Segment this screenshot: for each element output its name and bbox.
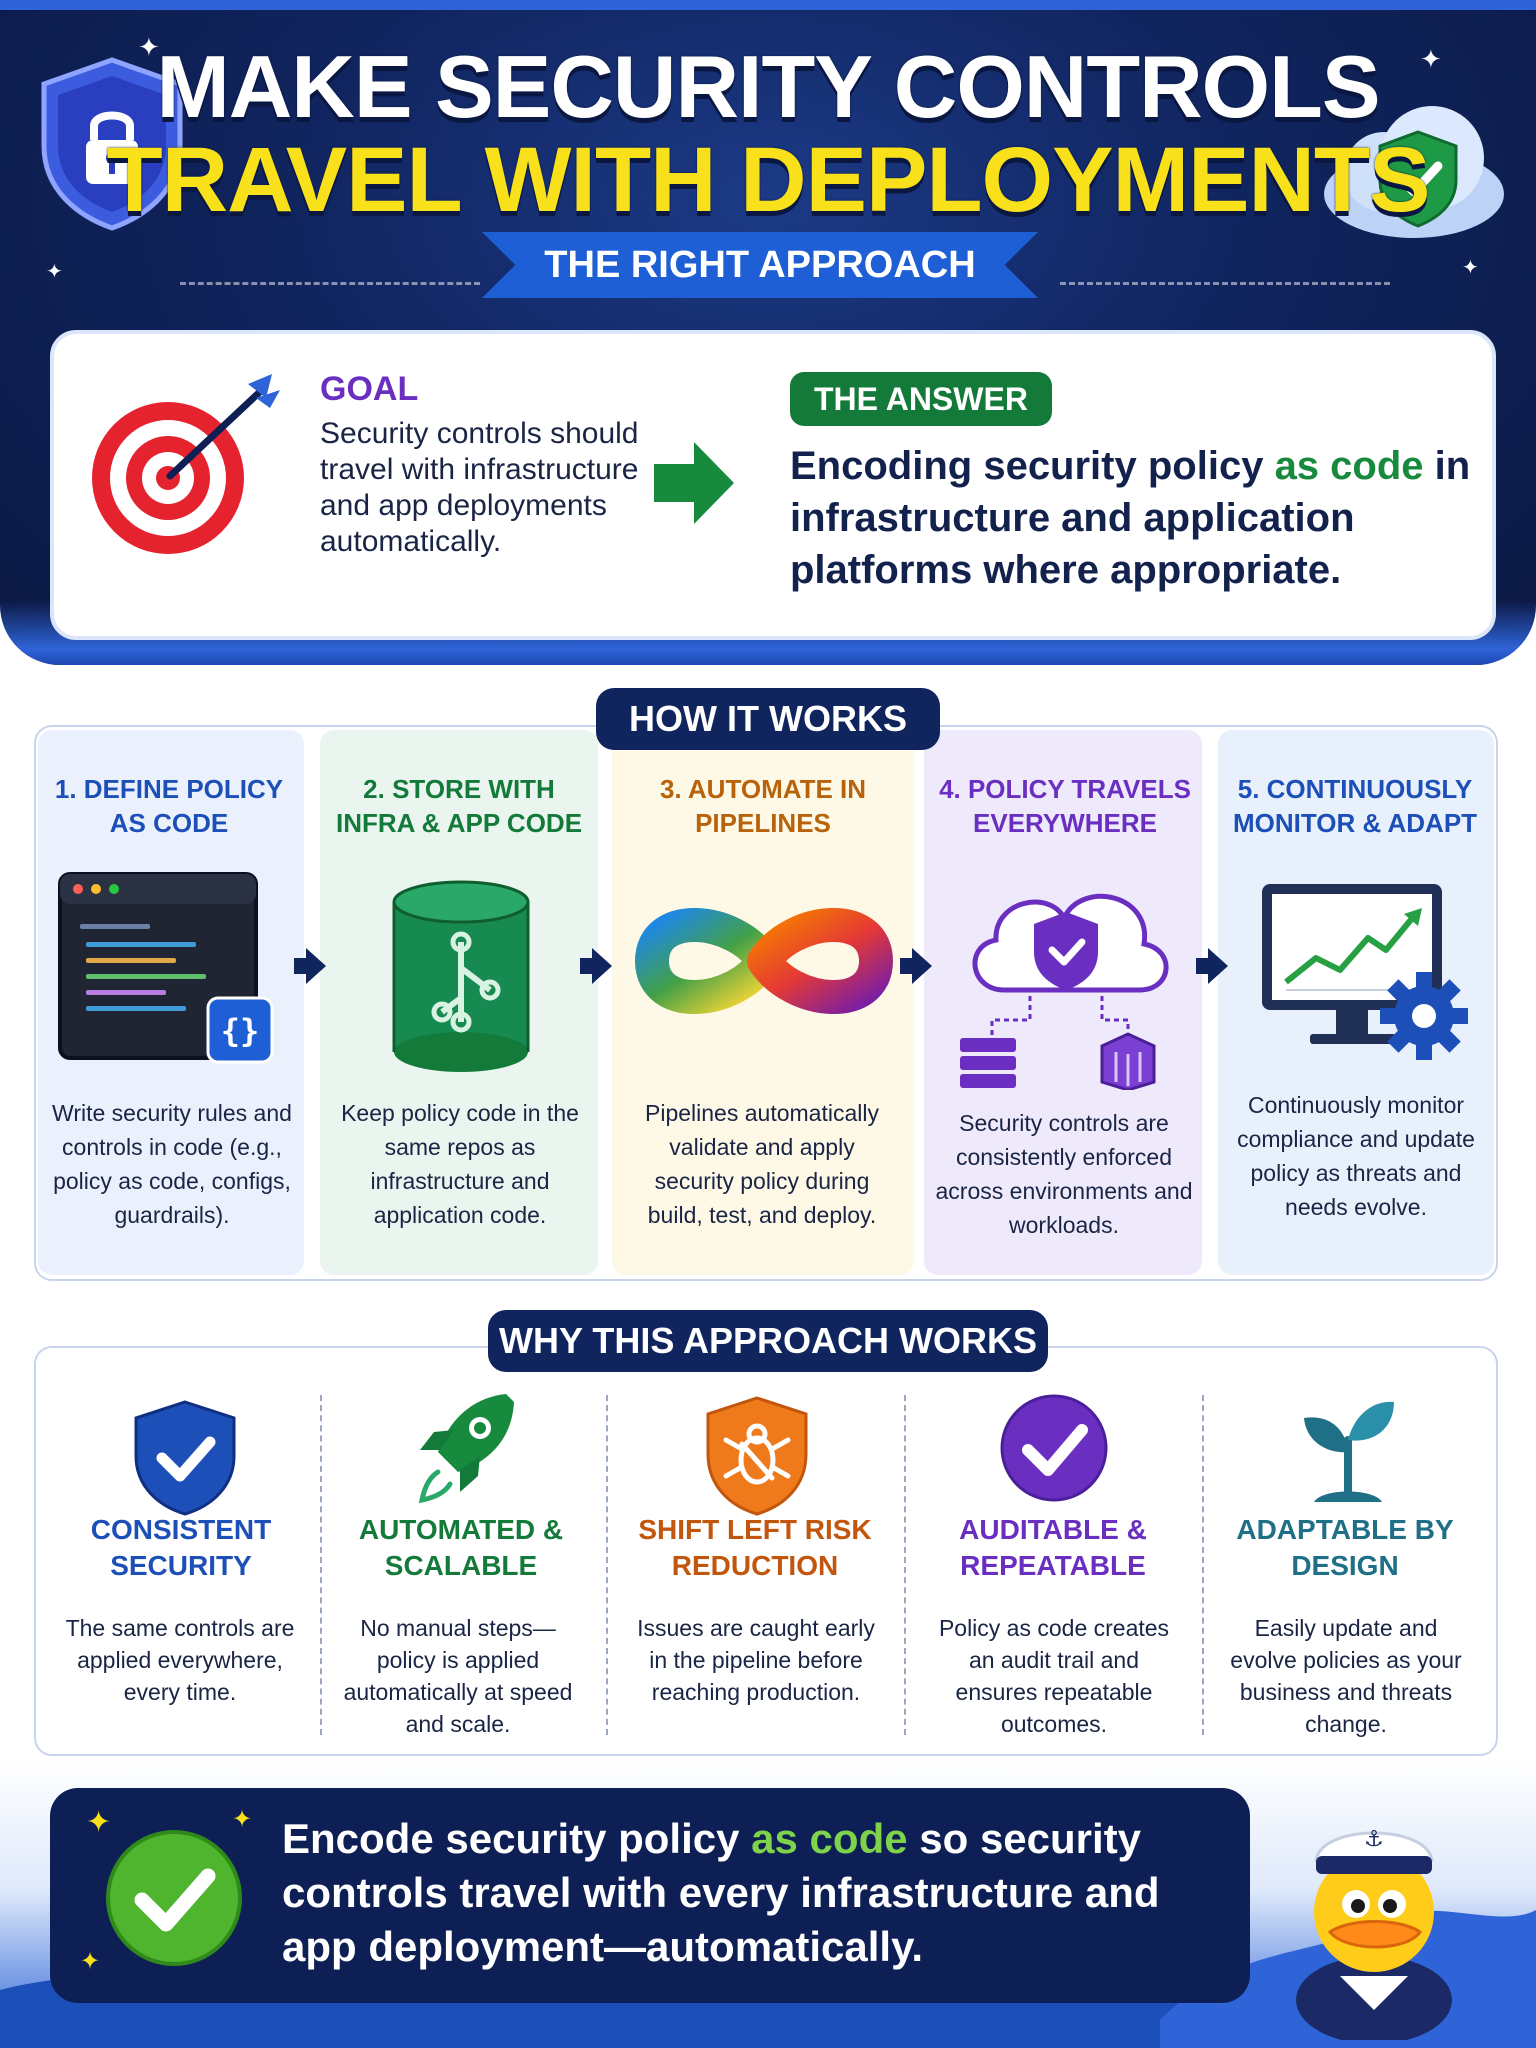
step-arrow-icon bbox=[306, 948, 326, 984]
summary-highlight: as code bbox=[751, 1815, 908, 1862]
benefit-title-auditable: AUDITABLE & REPEATABLE bbox=[959, 1514, 1147, 1581]
monitor-gear-icon bbox=[1262, 884, 1468, 1060]
step-arrow-icon bbox=[912, 948, 932, 984]
benefit-desc-consistent: The same controls are applied everywhere… bbox=[65, 1615, 295, 1705]
step-desc-1: Write security rules and controls in cod… bbox=[52, 1100, 292, 1228]
column-divider bbox=[606, 1395, 608, 1735]
step-desc-5: Continuously monitor compliance and upda… bbox=[1237, 1092, 1475, 1220]
goal-text: Security controls should travel with inf… bbox=[320, 417, 639, 558]
rocket-icon bbox=[418, 1394, 514, 1504]
step-arrow-icon bbox=[592, 948, 612, 984]
step-title-5: 5. CONTINUOUSLY MONITOR & ADAPT bbox=[1232, 774, 1478, 838]
answer-label: THE ANSWER bbox=[790, 372, 1052, 426]
benefit-title-automated: AUTOMATED & SCALABLE bbox=[358, 1514, 564, 1581]
why-heading: WHY THIS APPROACH WORKS bbox=[488, 1310, 1048, 1372]
step-column-4 bbox=[924, 730, 1202, 1275]
title-line-2: TRAVEL WITH DEPLOYMENTS bbox=[106, 129, 1431, 231]
summary-card bbox=[50, 1788, 1250, 2003]
step-desc-3: Pipelines automatically validate and app… bbox=[645, 1100, 879, 1228]
benefit-desc-auditable: Policy as code creates an audit trail an… bbox=[938, 1615, 1170, 1737]
code-window-icon: {} bbox=[58, 872, 274, 1064]
step-title-3: 3. AUTOMATE IN PIPELINES bbox=[659, 774, 867, 838]
shield-check-icon bbox=[134, 1400, 236, 1516]
answer-text-part: Encoding security policy bbox=[790, 444, 1275, 488]
step-title-1: 1. DEFINE POLICY AS CODE bbox=[54, 774, 284, 838]
step-title-2: 2. STORE WITH INFRA & APP CODE bbox=[335, 774, 583, 838]
step-arrow-stem bbox=[900, 958, 912, 974]
how-it-works-heading: HOW IT WORKS bbox=[596, 688, 940, 750]
check-circle-icon bbox=[1000, 1394, 1108, 1502]
sprout-icon bbox=[1304, 1401, 1394, 1502]
column-divider bbox=[320, 1395, 322, 1735]
step-arrow-stem bbox=[294, 958, 306, 974]
goal-label: GOAL bbox=[320, 370, 419, 408]
summary-text: Encode security policy as code so securi… bbox=[282, 1812, 1242, 1974]
summary-text-part: so security controls travel with every i… bbox=[282, 1815, 1160, 1970]
column-divider bbox=[904, 1395, 906, 1735]
summary-text-part: Encode security policy bbox=[282, 1815, 752, 1862]
step-arrow-stem bbox=[580, 958, 592, 974]
cloud-shield-network-icon bbox=[960, 893, 1169, 1090]
cloud-shield-icon bbox=[1324, 106, 1504, 238]
step-arrow-icon bbox=[1208, 948, 1228, 984]
sparkle-icon: ✦ bbox=[232, 1806, 253, 1833]
shield-lock-icon bbox=[41, 57, 183, 231]
sparkle-icon: ✦ bbox=[1462, 257, 1479, 279]
goal-answer-card bbox=[50, 330, 1496, 640]
infinity-loop-icon bbox=[634, 908, 894, 1014]
title-line-1: MAKE SECURITY CONTROLS bbox=[156, 37, 1380, 136]
sparkle-icon: ✦ bbox=[1420, 44, 1442, 74]
git-repo-icon bbox=[392, 880, 530, 1072]
step-desc-2: Keep policy code in the same repos as in… bbox=[341, 1100, 579, 1228]
bug-shield-icon bbox=[706, 1396, 808, 1516]
decorative-dash bbox=[180, 282, 480, 285]
benefit-title-shift-left: SHIFT LEFT RISK REDUCTION bbox=[638, 1514, 872, 1581]
check-circle-icon bbox=[106, 1830, 242, 1966]
benefit-desc-shift-left: Issues are caught early in the pipeline … bbox=[637, 1615, 875, 1705]
svg-text:{}: {} bbox=[221, 1012, 260, 1050]
target-icon bbox=[92, 374, 280, 554]
svg-text:⚓: ⚓ bbox=[1364, 1827, 1384, 1852]
step-arrow-stem bbox=[1196, 958, 1208, 974]
sparkle-icon: ✦ bbox=[46, 261, 63, 283]
decorative-dash bbox=[1060, 282, 1390, 285]
step-desc-4: Security controls are consistently enfor… bbox=[935, 1110, 1193, 1238]
benefit-desc-automated: No manual steps—policy is applied automa… bbox=[343, 1615, 573, 1737]
approach-ribbon: THE RIGHT APPROACH bbox=[482, 232, 1038, 298]
sparkle-icon: ✦ bbox=[86, 1806, 112, 1839]
step-title-4: 4. POLICY TRAVELS EVERYWHERE bbox=[939, 774, 1191, 838]
sparkle-icon: ✦ bbox=[138, 32, 160, 62]
benefit-desc-adaptable: Easily update and evolve policies as you… bbox=[1230, 1615, 1462, 1737]
answer-highlight: as code bbox=[1274, 444, 1424, 488]
benefit-title-adaptable: ADAPTABLE BY DESIGN bbox=[1236, 1514, 1454, 1581]
column-divider bbox=[1202, 1395, 1204, 1735]
sailor-duck-mascot-icon: ⚓ bbox=[1296, 1827, 1452, 2040]
sparkle-icon: ✦ bbox=[80, 1948, 101, 1975]
answer-text-part: in infrastructure and application platfo… bbox=[790, 444, 1471, 592]
benefit-title-consistent: CONSISTENT SECURITY bbox=[90, 1514, 272, 1581]
arrow-right-icon bbox=[654, 442, 734, 524]
answer-text: Encoding security policy as code in infr… bbox=[790, 440, 1480, 596]
